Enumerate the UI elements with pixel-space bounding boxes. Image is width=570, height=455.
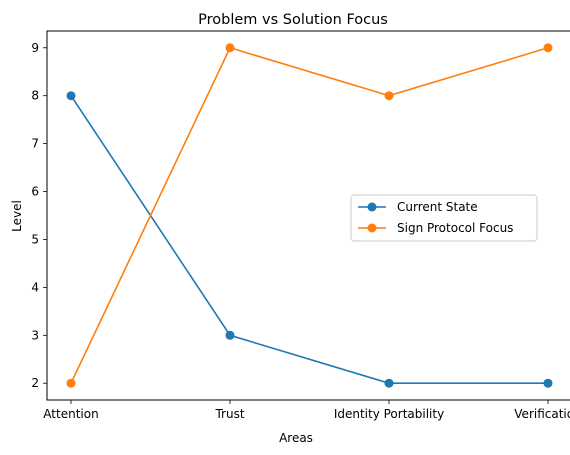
series-line-1 bbox=[70, 46, 549, 384]
y-tick-label: 9 bbox=[31, 41, 39, 55]
x-tick-label: Attention bbox=[43, 407, 98, 421]
series-layer bbox=[66, 43, 553, 388]
x-axis-label: Areas bbox=[279, 431, 313, 445]
data-point-1-1 bbox=[225, 43, 235, 53]
y-tick-label: 7 bbox=[31, 137, 39, 151]
y-tick-label: 5 bbox=[31, 232, 39, 246]
data-point-1-3 bbox=[543, 43, 553, 53]
y-tick-label: 4 bbox=[31, 280, 39, 294]
legend-label-0: Current State bbox=[397, 200, 478, 214]
x-tick-label: Identity Portability bbox=[334, 407, 444, 421]
y-tick-label: 3 bbox=[31, 328, 39, 342]
data-point-1-0 bbox=[66, 378, 76, 388]
x-tick-label: Verification bbox=[514, 407, 570, 421]
data-point-0-1 bbox=[225, 330, 235, 340]
data-point-0-2 bbox=[384, 378, 394, 388]
y-tick-label: 8 bbox=[31, 89, 39, 103]
data-point-0-0 bbox=[66, 91, 76, 101]
y-tick-label: 6 bbox=[31, 185, 39, 199]
x-axis: Attention Trust Identity Portability Verifi… bbox=[43, 400, 570, 421]
y-tick-label: 2 bbox=[31, 376, 39, 390]
legend-marker-1 bbox=[367, 223, 377, 233]
data-point-1-2 bbox=[384, 91, 394, 101]
y-axis-label: Level bbox=[10, 200, 24, 232]
plot-area-frame bbox=[46, 30, 570, 401]
legend-label-1: Sign Protocol Focus bbox=[397, 221, 513, 235]
data-point-0-3 bbox=[543, 378, 553, 388]
legend-marker-0 bbox=[367, 202, 377, 212]
chart-title: Problem vs Solution Focus bbox=[198, 12, 388, 28]
legend-box bbox=[350, 194, 538, 242]
x-tick-label: Trust bbox=[214, 407, 244, 421]
y-axis: 2 3 4 5 6 7 8 9 bbox=[31, 41, 47, 390]
